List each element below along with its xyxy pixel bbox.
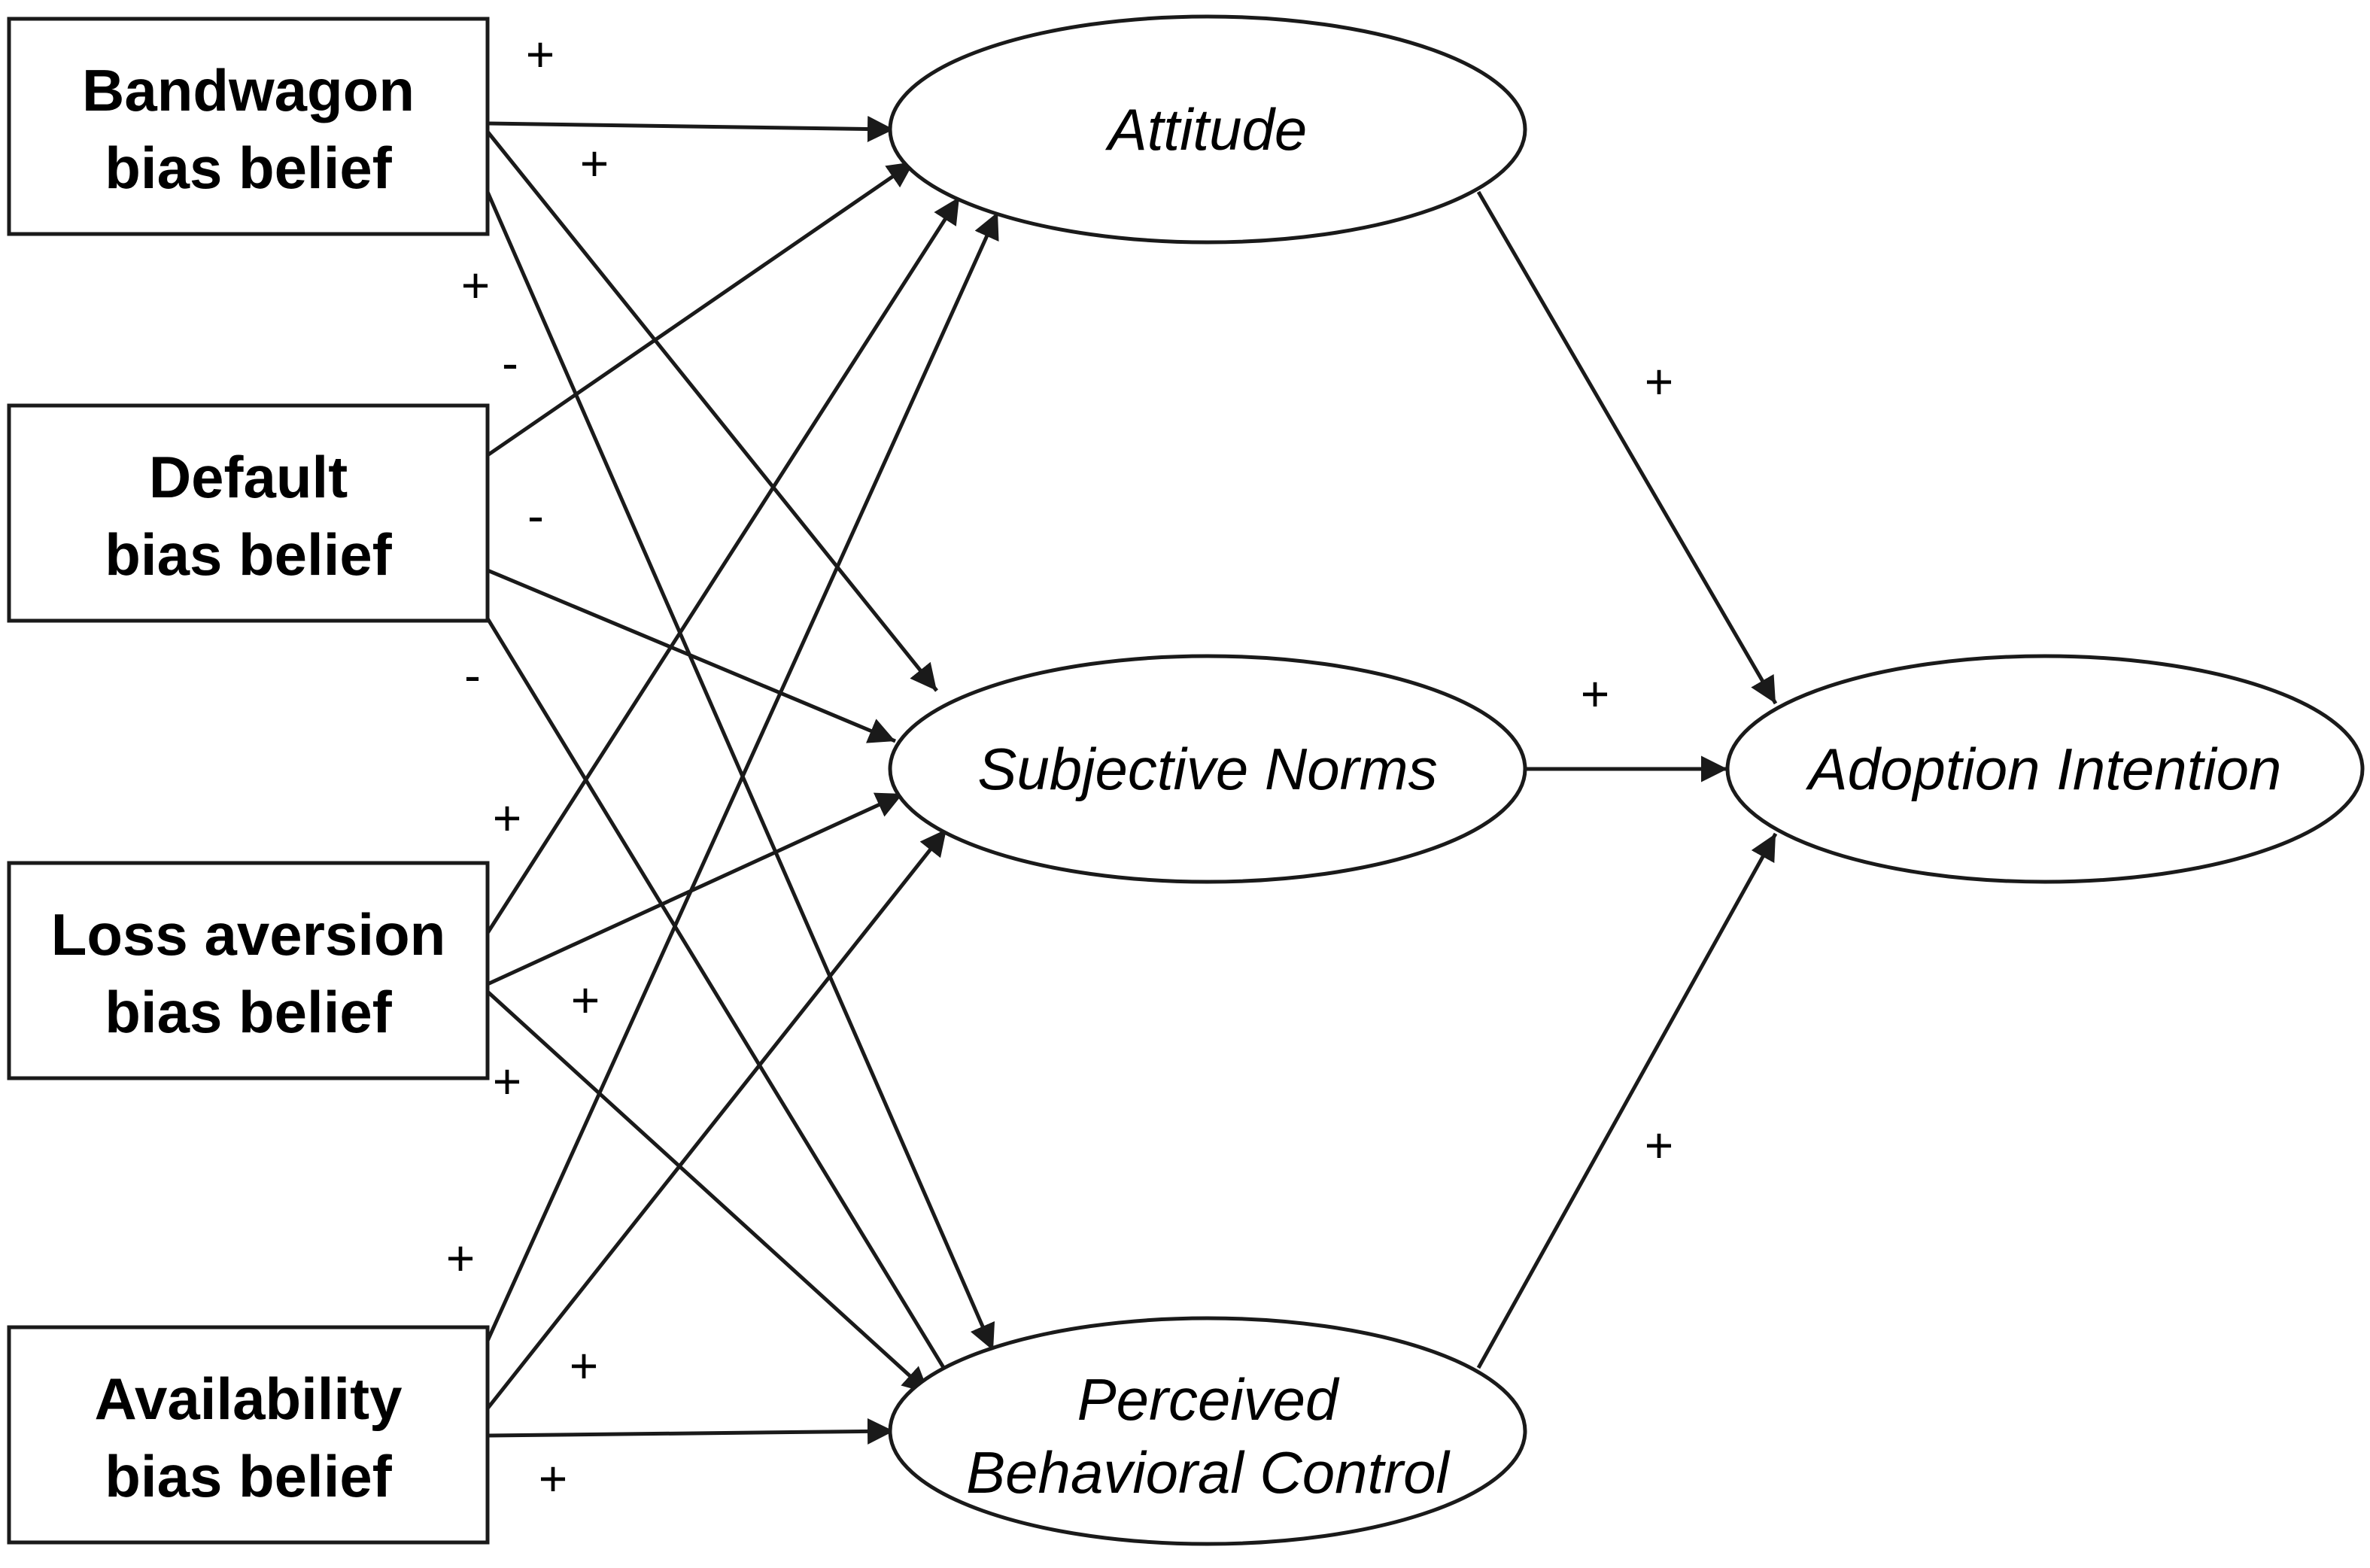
path-sign-availability-to-pbc: + xyxy=(539,1451,568,1506)
path-sign-attitude-to-intention: + xyxy=(1645,354,1674,409)
outcome-ellipse-intention: Adoption Intention xyxy=(1725,654,2365,884)
predictor-label-line1: Default xyxy=(149,444,348,510)
path-sign-default-to-attitude: - xyxy=(502,335,518,390)
predictor-box-bandwagon: Bandwagon bias belief xyxy=(7,17,490,236)
path-sign-default-to-norms: - xyxy=(527,488,544,543)
construct-ellipse-frame xyxy=(888,1316,1527,1546)
construct-ellipse-norms: Subjective Norms xyxy=(888,654,1527,884)
path-signs: +++---+++++++++ xyxy=(446,26,1674,1506)
construct-label: Attitude xyxy=(1105,96,1308,163)
predictor-label-line1: Bandwagon xyxy=(82,57,415,123)
construct-ellipse-frame xyxy=(888,14,1527,245)
predictor-label-line2: bias belief xyxy=(105,521,392,588)
outcome-label: Adoption Intention xyxy=(1806,736,2282,802)
construct-label-line1: Perceived xyxy=(1077,1366,1340,1433)
predictor-box-default: Default bias belief xyxy=(7,403,490,623)
path-arrow-default-to-norms xyxy=(487,568,896,743)
predictor-box-frame xyxy=(7,861,490,1080)
predictor-label-line2: bias belief xyxy=(105,135,392,201)
construct-label-line2: Behavioral Control xyxy=(966,1439,1451,1506)
predictor-box-frame xyxy=(7,17,490,236)
path-arrow-loss-to-attitude xyxy=(485,196,962,934)
predictor-box-availability: Availability bias belief xyxy=(7,1325,490,1545)
path-sign-norms-to-intention: + xyxy=(1581,666,1610,722)
path-sign-pbc-to-intention: + xyxy=(1645,1117,1674,1173)
path-sign-bandwagon-to-pbc: + xyxy=(461,257,491,313)
path-sign-bandwagon-to-attitude: + xyxy=(526,26,555,82)
predictor-box-frame xyxy=(7,403,490,623)
path-sign-availability-to-norms: + xyxy=(570,1338,599,1393)
path-arrow-default-to-pbc xyxy=(485,617,962,1395)
path-sign-availability-to-attitude: + xyxy=(446,1230,476,1286)
path-sign-bandwagon-to-norms: + xyxy=(580,135,609,191)
path-arrow-bandwagon-to-norms xyxy=(486,130,938,692)
construct-ellipse-frame xyxy=(888,654,1527,884)
predictor-label-line1: Loss aversion xyxy=(51,901,446,968)
path-arrow-availability-to-attitude xyxy=(485,211,1000,1342)
path-arrow-loss-to-norms xyxy=(486,792,904,986)
path-arrow-pbc-to-intention xyxy=(1476,832,1778,1369)
path-arrow-availability-to-pbc xyxy=(487,1418,895,1445)
construct-ellipse-attitude: Attitude xyxy=(888,14,1527,245)
construct-label: Subjective Norms xyxy=(977,736,1437,802)
path-arrow-availability-to-norms xyxy=(486,828,948,1410)
path-sign-loss-to-norms: + xyxy=(571,972,600,1028)
path-arrow-bandwagon-to-pbc xyxy=(485,191,995,1351)
path-edges xyxy=(485,115,1778,1445)
path-sign-loss-to-attitude: + xyxy=(493,790,522,846)
path-arrow-loss-to-pbc xyxy=(486,990,931,1395)
path-arrow-default-to-attitude xyxy=(486,160,916,457)
predictor-label-line1: Availability xyxy=(95,1366,403,1432)
predictor-box-loss: Loss aversion bias belief xyxy=(7,861,490,1080)
predictor-label-line2: bias belief xyxy=(105,1443,392,1509)
path-arrow-bandwagon-to-attitude xyxy=(487,115,895,142)
path-arrow-attitude-to-intention xyxy=(1476,190,1778,705)
predictor-label-line2: bias belief xyxy=(105,979,392,1045)
path-sign-loss-to-pbc: + xyxy=(493,1053,522,1109)
predictor-box-frame xyxy=(7,1325,490,1545)
outcome-ellipse-frame xyxy=(1725,654,2365,884)
path-sign-default-to-pbc: - xyxy=(464,647,481,703)
